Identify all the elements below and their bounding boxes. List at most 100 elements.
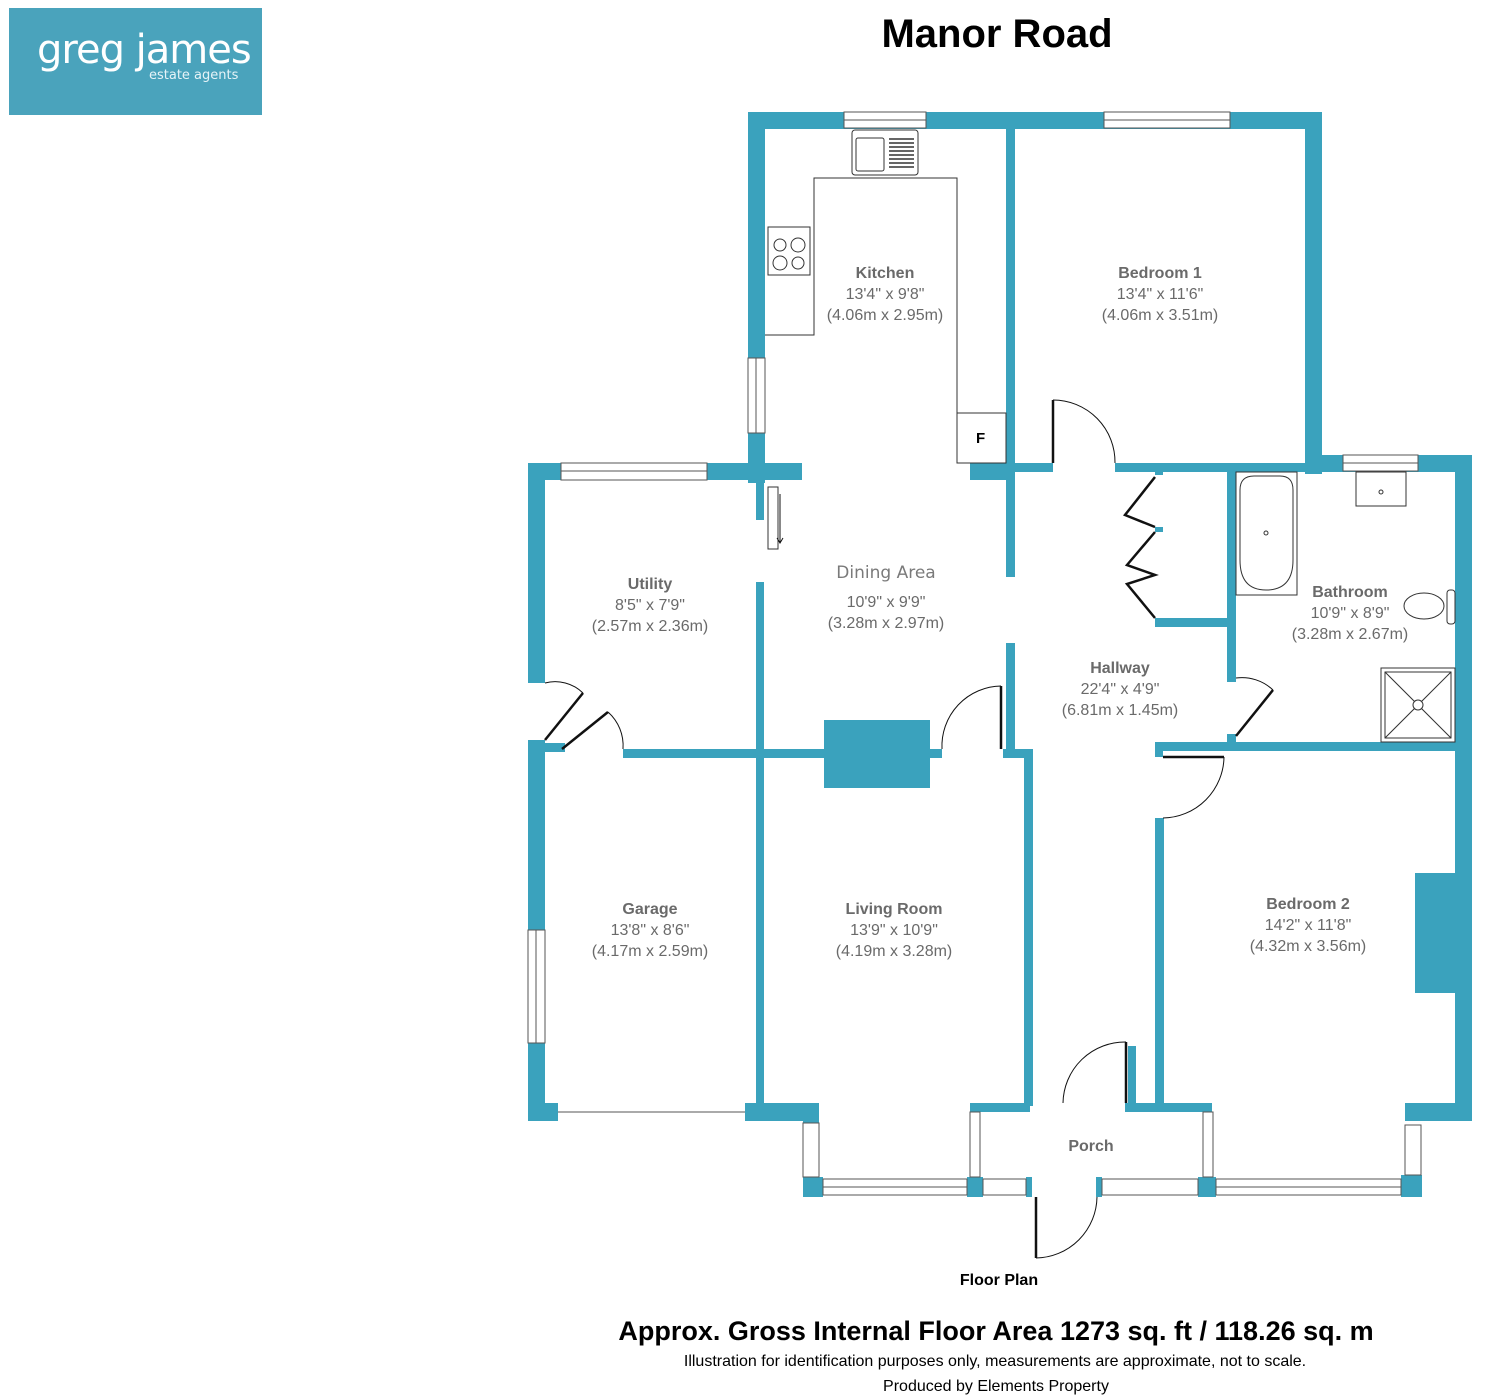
room-label-porch: Porch [1068, 1136, 1113, 1157]
room-label-hallway: Hallway 22'4" x 4'9" (6.81m x 1.45m) [1062, 658, 1178, 721]
door-bedroom2-swing [1162, 756, 1225, 819]
wall-utility-left [528, 463, 545, 683]
bay-post-1 [803, 1177, 823, 1197]
room-imperial: 8'5" x 7'9" [615, 597, 685, 614]
room-metric: (3.28m x 2.67m) [1291, 626, 1409, 643]
door-bathroom-swing [1235, 677, 1274, 691]
sink-unit [851, 129, 919, 176]
wall-utility-dining-lower [756, 582, 764, 1112]
wall-bedroom2-bottom-right [1405, 1103, 1472, 1121]
wall-bedroom1-bottom-left [1015, 463, 1053, 472]
room-label-bathroom: Bathroom 10'9" x 8'9" (3.28m x 2.67m) [1292, 582, 1408, 645]
sliding-door-arrowhead [776, 537, 784, 544]
shower-tray [1380, 667, 1456, 743]
toilet-cistern [1446, 589, 1456, 625]
room-label-bedroom1: Bedroom 1 13'4" x 11'6" (4.06m x 3.51m) [1102, 263, 1218, 326]
sliding-door [767, 486, 779, 550]
room-label-living-room: Living Room 13'9" x 10'9" (4.19m x 3.28m… [836, 899, 952, 962]
bay-post-4 [1096, 1177, 1102, 1197]
kitchen-fixtures [765, 129, 1007, 464]
room-name: Kitchen [855, 265, 915, 282]
wall-living-bay-left [803, 1103, 819, 1123]
cupboard-post-top [1155, 470, 1163, 475]
wall-bathroom-left-stub [1227, 734, 1236, 742]
wall-living-top-stub [930, 749, 942, 758]
window-porch-right [1202, 1111, 1214, 1178]
wall-garage-left-upper [528, 740, 545, 930]
window-porch-left [969, 1111, 981, 1178]
window-porch-front-left [982, 1178, 1027, 1196]
wall-living-right [1024, 749, 1033, 1106]
room-imperial: 22'4" x 4'9" [1080, 681, 1160, 698]
hob-ring [791, 256, 805, 270]
basin [1355, 471, 1407, 507]
room-metric: (2.57m x 2.36m) [591, 618, 709, 635]
hob-ring [790, 237, 806, 253]
floor-area: Approx. Gross Internal Floor Area 1273 s… [618, 1316, 1374, 1346]
room-imperial: 13'9" x 10'9" [850, 922, 938, 939]
room-metric: (4.06m x 2.95m) [826, 307, 944, 324]
fridge [956, 412, 1007, 464]
room-name: Hallway [1090, 660, 1150, 677]
room-label-garage: Garage 13'8" x 8'6" (4.17m x 2.59m) [592, 899, 708, 962]
door-front-swing [1035, 1196, 1098, 1259]
door-utility-leaf-2 [561, 711, 609, 750]
room-metric: (4.17m x 2.59m) [591, 943, 709, 960]
room-metric: (4.32m x 3.56m) [1249, 938, 1367, 955]
bathroom-fixtures [1235, 471, 1456, 743]
property-title-text: Manor Road [881, 12, 1113, 56]
room-imperial: 10'9" x 8'9" [1310, 605, 1390, 622]
room-name: Bathroom [1312, 584, 1388, 601]
wall-hall-living-corner [1003, 749, 1033, 758]
room-label-utility: Utility 8'5" x 7'9" (2.57m x 2.36m) [592, 574, 708, 637]
property-title: Manor Road [0, 12, 1488, 57]
cupboard-post-mid [1155, 527, 1163, 532]
wall-utility-dining-upper [756, 480, 764, 520]
room-name: Living Room [845, 901, 943, 918]
wall-top [748, 112, 1322, 129]
wall-bed2-door-stub [1155, 742, 1163, 757]
bath-drain [1263, 530, 1269, 536]
room-imperial: 10'9" x 9'9" [846, 594, 926, 611]
door-living-swing [941, 685, 1002, 750]
wall-kitchen-bottom-left [748, 463, 802, 480]
bath-basin [1239, 475, 1294, 591]
hob-ring [773, 238, 787, 252]
chimney-breast-bedroom2 [1415, 873, 1457, 993]
wall-porch-top-left [970, 1103, 1030, 1112]
room-metric: (6.81m x 1.45m) [1061, 702, 1179, 719]
room-metric: (3.28m x 2.97m) [827, 615, 945, 632]
bay-post-3 [1026, 1177, 1032, 1197]
wall-garage-bottom-left [528, 1103, 558, 1121]
windows [527, 111, 1422, 1196]
room-label-kitchen: Kitchen 13'4" x 9'8" (4.06m x 2.95m) [827, 263, 943, 326]
hob [767, 226, 811, 276]
room-name: Porch [1068, 1138, 1114, 1155]
window-porch-front-right [1101, 1178, 1199, 1196]
room-name: Utility [627, 576, 673, 593]
wall-kitchen-left-upper [748, 112, 765, 358]
bay-post-6 [1401, 1175, 1422, 1197]
wall-bedroom1-right [1305, 112, 1322, 474]
cupboard-bifold-1 [1122, 476, 1156, 529]
door-utility-leaf-1 [544, 692, 584, 741]
chimney-breast-living [824, 720, 930, 788]
cupboard-bifold-2 [1124, 531, 1159, 619]
door-utility-swing-1 [544, 681, 584, 694]
window-bedroom2-side [1404, 1124, 1422, 1176]
hob-ring [772, 255, 788, 271]
room-label-dining: Dining Area 10'9" x 9'9" (3.28m x 2.97m) [828, 563, 944, 634]
room-name: Bedroom 1 [1118, 265, 1202, 282]
wall-bathroom-bottom [1155, 742, 1472, 751]
room-imperial: 13'4" x 9'8" [845, 286, 925, 303]
room-imperial: 13'4" x 11'6" [1116, 286, 1204, 303]
basin-drain [1378, 489, 1384, 495]
door-porch-inner-swing [1062, 1041, 1127, 1104]
room-label-bedroom2: Bedroom 2 14'2" x 11'8" (4.32m x 3.56m) [1250, 894, 1366, 957]
bath [1235, 471, 1298, 596]
wall-hall-left-mid [1006, 643, 1015, 753]
room-name: Bedroom 2 [1266, 896, 1350, 913]
room-metric: (4.19m x 3.28m) [835, 943, 953, 960]
wall-cupboard-bottom [1155, 618, 1227, 627]
